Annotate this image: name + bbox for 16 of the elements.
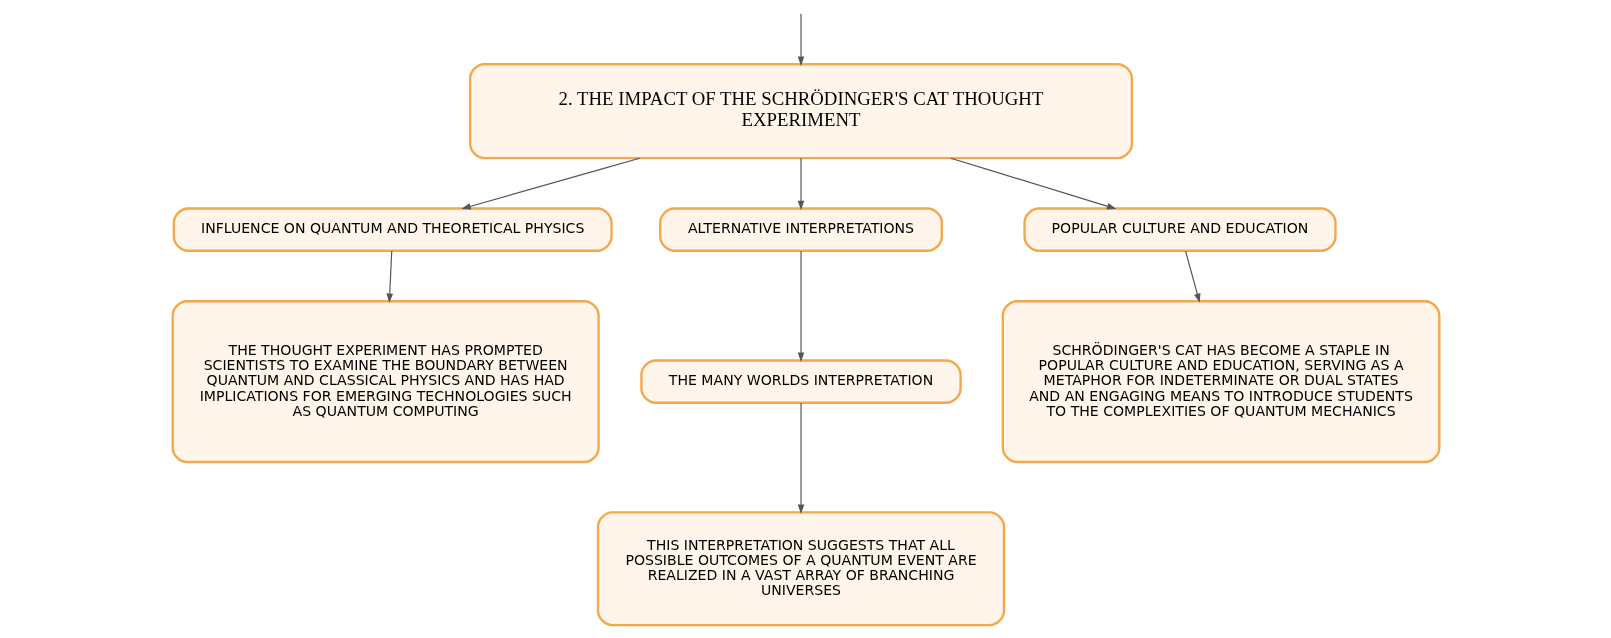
arrow bbox=[797, 157, 804, 211]
arrow bbox=[385, 250, 393, 303]
node-box: THE THOUGHT EXPERIMENT HAS PROMPTED SCIENTISTS TO EXAMINE THE BOUNDARY BETWEEN QUANTUM AND CLASSICAL PHYSICS AND HAS HAD IMPLICATIONS FOR EMERGING TECHNOLOGIES SUCH AS QUANTUM COMPUTING bbox=[171, 300, 600, 464]
node-box: INFLUENCE ON QUANTUM AND THEORETICAL PHYSICS bbox=[172, 207, 613, 252]
arrow bbox=[460, 157, 640, 210]
node-box: SCHRÖDINGER'S CAT HAS BECOME A STAPLE IN POPULAR CULTURE AND EDUCATION, SERVING AS A METAPHOR FOR INDETERMINATE OR DUAL STATES AND AN ENGAGING MEANS TO INTRODUCE STUDENTS TO THE COMPLEXITIES OF QUANTUM MECHANICS bbox=[1001, 300, 1440, 464]
arrow bbox=[797, 250, 804, 362]
node-box: ALTERNATIVE INTERPRETATIONS bbox=[658, 207, 943, 252]
arrow bbox=[949, 157, 1116, 210]
node-box: THE MANY WORLDS INTERPRETATION bbox=[639, 359, 962, 404]
arrow bbox=[797, 402, 804, 514]
node-box: THIS INTERPRETATION SUGGESTS THAT ALL POSSIBLE OUTCOMES OF A QUANTUM EVENT ARE REALIZED IN A VAST ARRAY OF BRANCHING UNIVERSES bbox=[596, 511, 1005, 627]
arrow bbox=[1184, 250, 1200, 303]
arrow bbox=[797, 13, 804, 66]
node-box: POPULAR CULTURE AND EDUCATION bbox=[1022, 207, 1337, 252]
node-box: 2. THE IMPACT OF THE SCHRÖDINGER'S CAT THOUGHT EXPERIMENT bbox=[468, 63, 1133, 160]
